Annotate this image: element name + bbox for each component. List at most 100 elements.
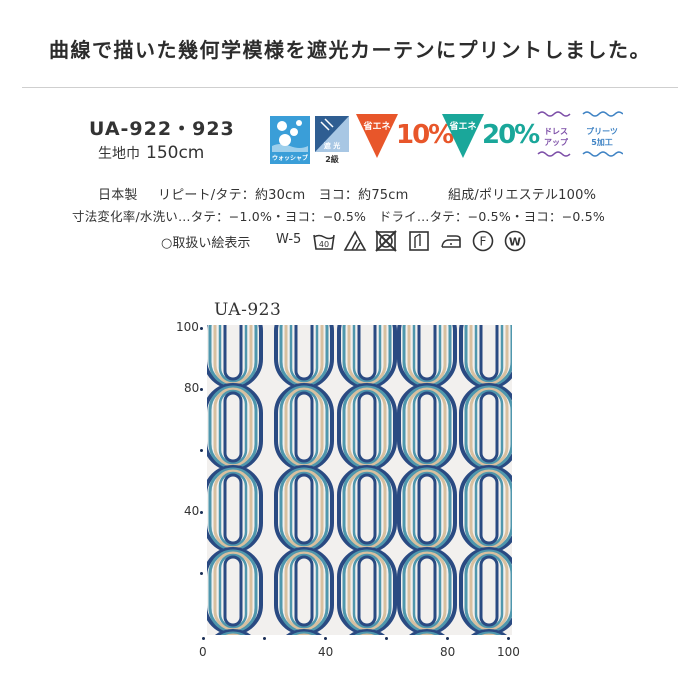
fabric-oval bbox=[291, 631, 317, 635]
fabric-oval bbox=[289, 389, 319, 465]
wash-temp-text: 40 bbox=[319, 240, 329, 249]
fabric-oval bbox=[357, 325, 377, 381]
model-number: UA-922・923 bbox=[89, 118, 235, 140]
fabric-oval bbox=[357, 555, 377, 627]
fabric-oval bbox=[471, 629, 507, 635]
y-tick-dot bbox=[200, 572, 203, 575]
dress-up-badge: ドレス アップ bbox=[536, 110, 576, 160]
energy-label: 省エネ bbox=[449, 122, 477, 132]
y-tick-100: 100 bbox=[176, 320, 199, 334]
iron-low-icon bbox=[441, 235, 461, 248]
wave-icon bbox=[582, 151, 623, 157]
washable-label: ウォッシャブル bbox=[271, 155, 308, 171]
x-tick-dot bbox=[446, 637, 449, 640]
spec-dimension-change: 寸法変化率/水洗い…タテ：−1.0%・ヨコ：−0.5% ドライ…タテ：−0.5%… bbox=[72, 209, 605, 224]
blackout-icon bbox=[315, 116, 349, 152]
wave-icon bbox=[537, 151, 571, 157]
fabric-oval bbox=[474, 553, 504, 629]
y-tick-dot bbox=[200, 511, 203, 514]
fabric-oval bbox=[417, 473, 437, 545]
x-tick-dot bbox=[507, 637, 510, 640]
blackout-label: 遮 光 bbox=[323, 142, 341, 150]
fabric-oval bbox=[352, 553, 382, 629]
blackout-badge: 遮 光 2級 bbox=[315, 116, 349, 164]
fabric-oval bbox=[414, 631, 440, 635]
fabric-oval bbox=[417, 391, 437, 463]
divider bbox=[22, 87, 678, 88]
fabric-oval bbox=[289, 325, 319, 383]
blackout-grade: 2級 bbox=[325, 155, 339, 164]
x-tick-dot bbox=[385, 637, 388, 640]
fabric-oval bbox=[286, 629, 322, 635]
fabric-oval bbox=[417, 555, 437, 627]
fabric-oval bbox=[479, 391, 499, 463]
x-tick-100: 100 bbox=[497, 645, 520, 659]
energy-label: 省エネ bbox=[363, 122, 391, 132]
washable-badge: ウォッシャブル bbox=[270, 116, 310, 171]
fabric-oval bbox=[476, 631, 502, 635]
fabric-oval bbox=[294, 473, 314, 545]
fabric-oval bbox=[349, 629, 385, 635]
energy-saving-20-badge: 省エネ 20% bbox=[442, 114, 540, 164]
fabric-oval bbox=[357, 473, 377, 545]
pleats-line1: プリーツ bbox=[586, 127, 618, 136]
fabric-oval bbox=[218, 553, 248, 629]
pleats-line2: 5加工 bbox=[591, 138, 613, 147]
fabric-oval bbox=[223, 473, 243, 545]
wash-40-icon: 40 bbox=[313, 234, 335, 250]
fabric-swatch bbox=[207, 325, 512, 635]
fabric-oval bbox=[289, 553, 319, 629]
x-tick-dot bbox=[263, 637, 266, 640]
fabric-oval bbox=[474, 471, 504, 547]
fabric-pattern bbox=[207, 325, 512, 635]
fabric-oval bbox=[409, 629, 445, 635]
fabric-oval bbox=[294, 391, 314, 463]
no-tumble-dry-icon bbox=[375, 230, 397, 252]
fabric-oval bbox=[352, 389, 382, 465]
fabric-oval bbox=[223, 555, 243, 627]
dry-clean-f-icon: F bbox=[472, 230, 494, 252]
fabric-oval bbox=[479, 325, 499, 381]
wave-icon bbox=[537, 111, 571, 117]
wave-icon bbox=[582, 111, 623, 117]
fabric-oval bbox=[352, 325, 382, 383]
spec-repeat: リピート/タテ：約30cm ヨコ：約75cm bbox=[158, 188, 409, 203]
energy-triangle-icon bbox=[442, 114, 484, 158]
energy-10-value: 10% bbox=[396, 120, 454, 150]
care-label: ○取扱い絵表示 bbox=[161, 236, 251, 251]
spec-composition: 組成/ポリエステル100% bbox=[448, 188, 597, 203]
fabric-oval bbox=[218, 471, 248, 547]
fabric-oval bbox=[218, 325, 248, 383]
fabric-name: UA-923 bbox=[214, 300, 282, 320]
fabric-oval bbox=[223, 391, 243, 463]
care-code: W-5 bbox=[276, 232, 302, 247]
fabric-oval bbox=[220, 631, 246, 635]
fabric-oval bbox=[294, 555, 314, 627]
x-tick-0: 0 bbox=[199, 645, 207, 659]
headline: 曲線で描いた幾何学模様を遮光カーテンにプリントしました。 bbox=[49, 38, 651, 62]
x-tick-dot bbox=[202, 637, 205, 640]
fabric-oval bbox=[412, 389, 442, 465]
x-tick-80: 80 bbox=[440, 645, 456, 659]
dry-clean-letter: F bbox=[480, 235, 487, 249]
fabric-width-value: 150cm bbox=[146, 143, 205, 163]
y-tick-dot bbox=[200, 388, 203, 391]
fabric-oval bbox=[289, 471, 319, 547]
y-tick-40: 40 bbox=[184, 504, 200, 518]
line-dry-icon bbox=[409, 231, 429, 251]
fabric-oval bbox=[412, 325, 442, 383]
washable-icon bbox=[272, 120, 308, 152]
fabric-oval bbox=[354, 631, 380, 635]
fabric-oval bbox=[352, 471, 382, 547]
dress-up-line1: ドレス bbox=[544, 127, 568, 136]
fabric-oval bbox=[474, 389, 504, 465]
fabric-oval bbox=[218, 389, 248, 465]
bleach-icon bbox=[343, 230, 367, 251]
x-tick-40: 40 bbox=[318, 645, 334, 659]
spec-origin: 日本製 bbox=[98, 188, 138, 203]
x-tick-dot bbox=[324, 637, 327, 640]
fabric-oval bbox=[479, 473, 499, 545]
dress-up-line2: アップ bbox=[544, 138, 568, 147]
fabric-oval bbox=[357, 391, 377, 463]
